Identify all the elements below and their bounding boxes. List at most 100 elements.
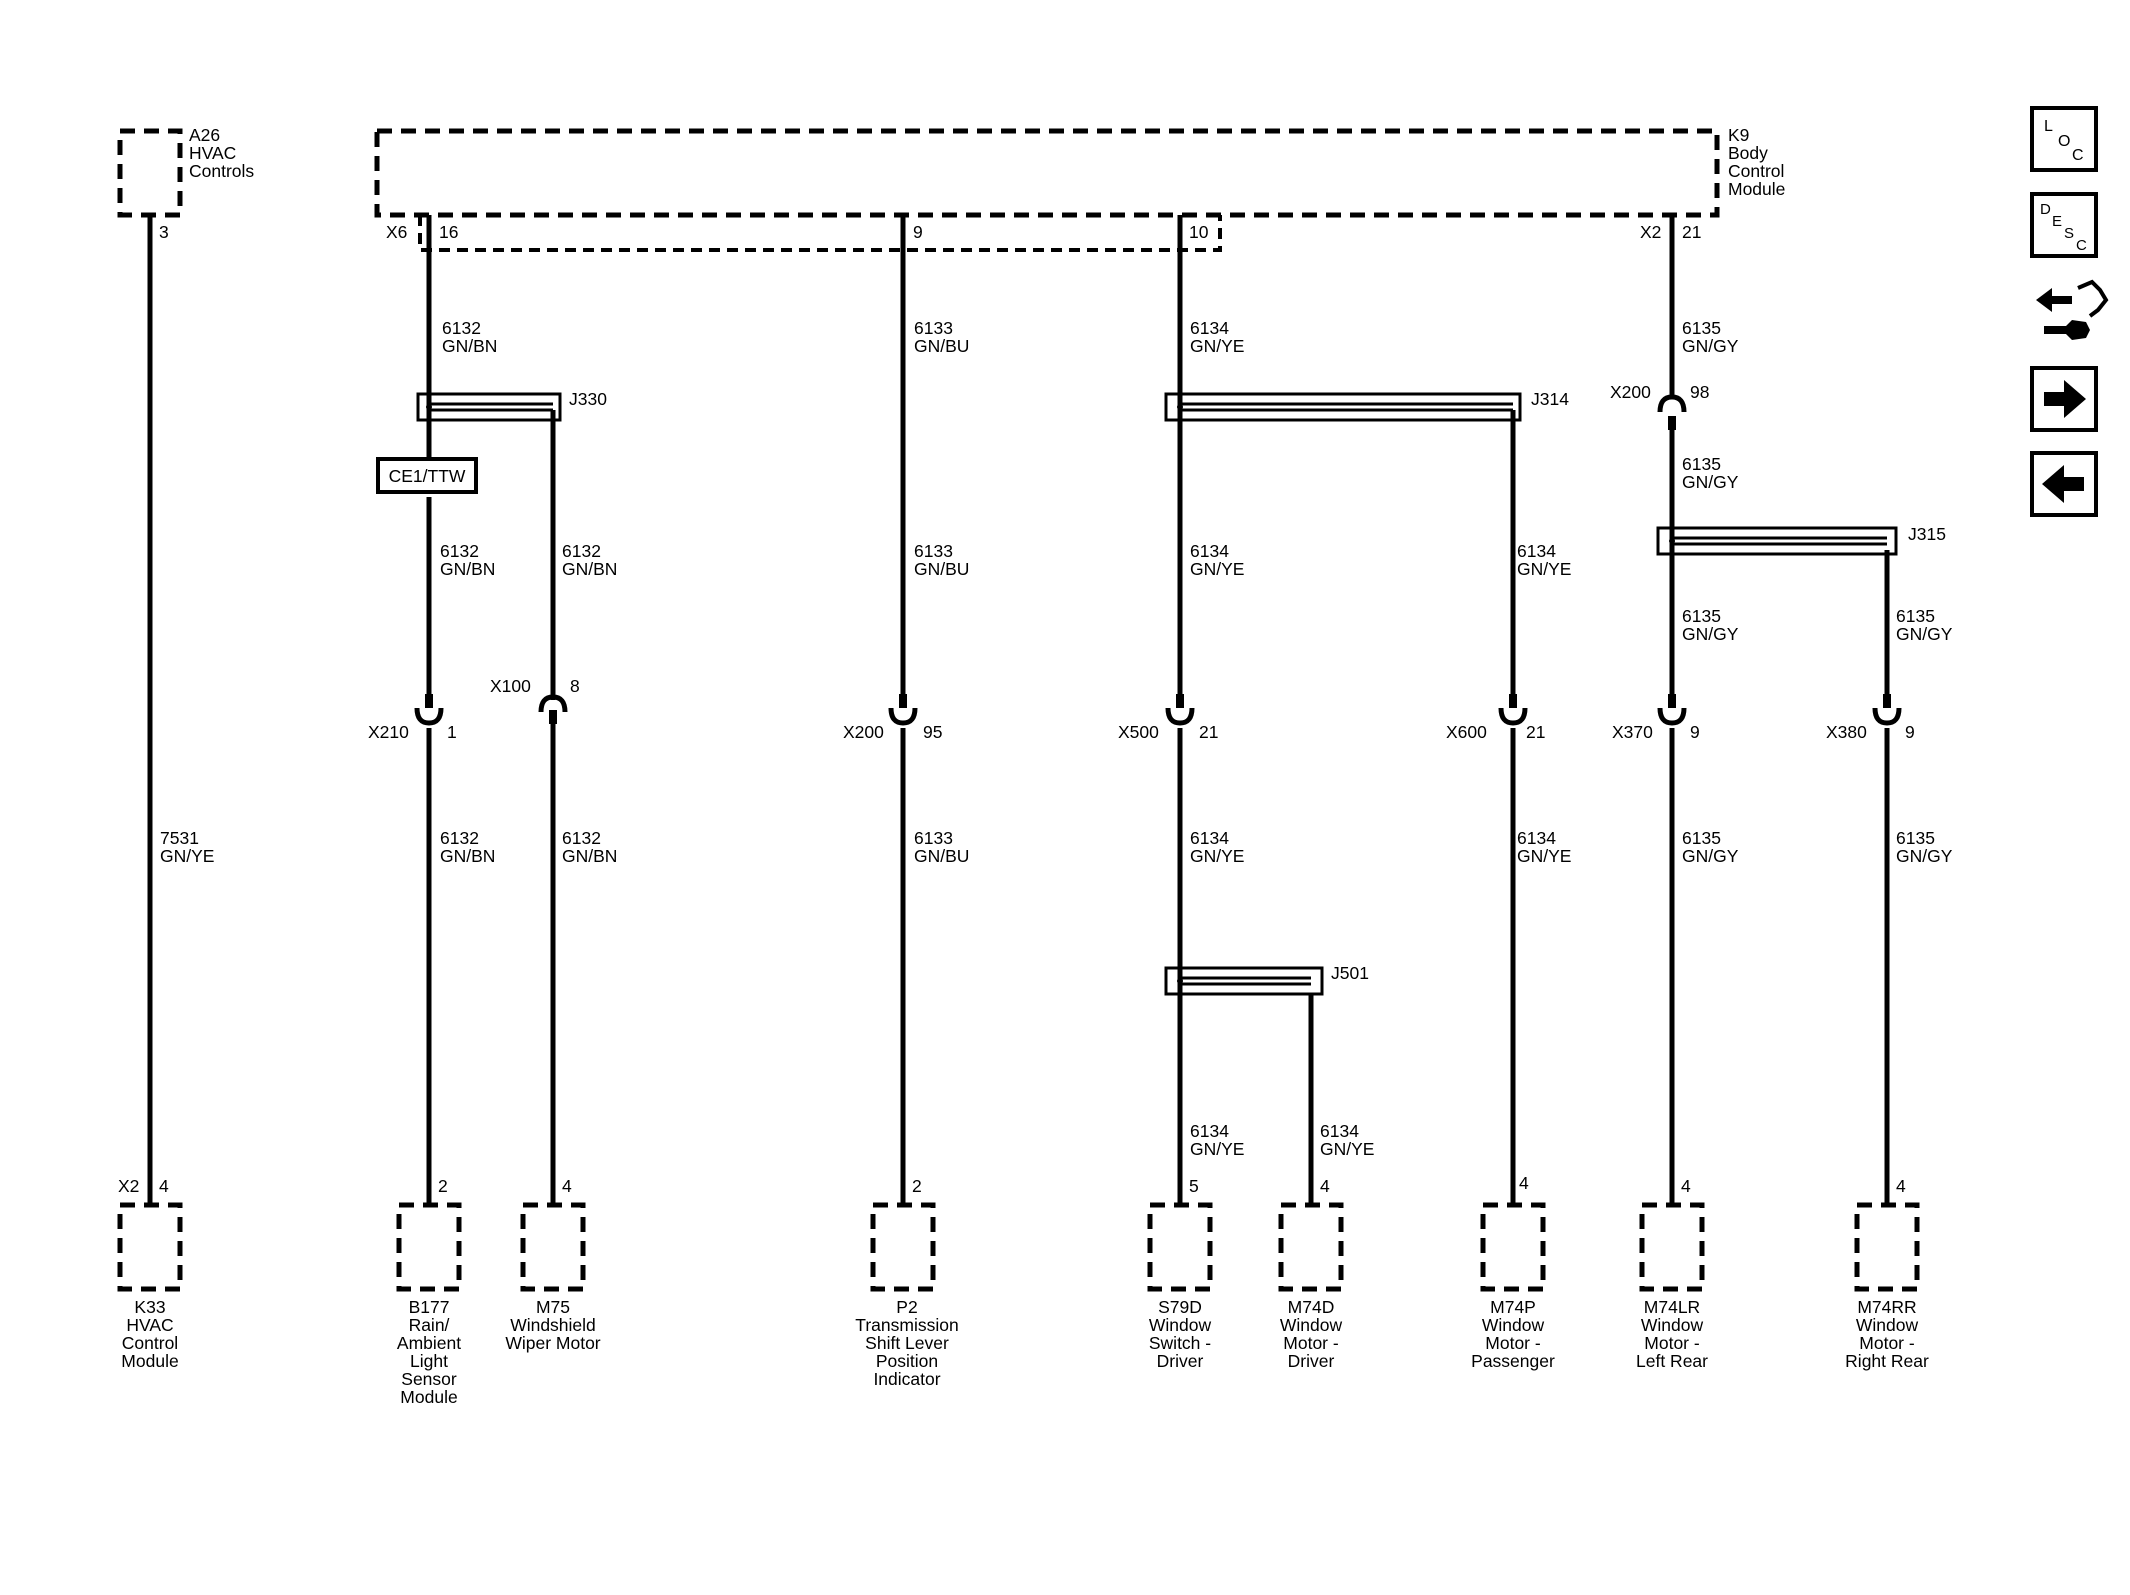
wire-label-color: GN/GY xyxy=(1682,846,1739,866)
component-m74lr: 4 M74LR Window Motor - Left Rear xyxy=(1636,1176,1708,1371)
wire-label-color: GN/BN xyxy=(440,846,495,866)
component-m75: 4 M75 Windshield Wiper Motor xyxy=(505,1176,600,1353)
splice-j314: J314 xyxy=(1164,389,1569,422)
m74lr-label-3: Motor - xyxy=(1644,1333,1700,1353)
m74rr-label-4: Right Rear xyxy=(1845,1351,1929,1371)
s79d-label-2: Window xyxy=(1149,1315,1212,1335)
k33-pin: 4 xyxy=(159,1176,169,1196)
module-k9-line3: Control xyxy=(1728,161,1784,181)
p2-label-1: P2 xyxy=(896,1297,917,1317)
wire-label-color: GN/GY xyxy=(1682,624,1739,644)
k9-pin-10: 10 xyxy=(1189,222,1209,242)
wire-label-circuit: 6133 xyxy=(914,541,953,561)
x500-pin: 21 xyxy=(1199,722,1218,742)
p2-pin: 2 xyxy=(912,1176,922,1196)
component-m74p: 4 M74P Window Motor - Passenger xyxy=(1471,1173,1555,1371)
m74rr-label-2: Window xyxy=(1856,1315,1919,1335)
m75-label-3: Wiper Motor xyxy=(505,1333,600,1353)
loc-letter-c: C xyxy=(2072,147,2084,164)
x200-pin: 95 xyxy=(923,722,942,742)
wire-label-color: GN/YE xyxy=(1190,846,1244,866)
x200-top-pin: 98 xyxy=(1690,382,1709,402)
arrow-right-icon xyxy=(2044,380,2086,418)
wire-label-circuit: 6135 xyxy=(1896,606,1935,626)
m74p-label-1: M74P xyxy=(1490,1297,1536,1317)
component-s79d: 5 S79D Window Switch - Driver xyxy=(1147,1176,1213,1371)
x370-pin: 9 xyxy=(1690,722,1700,742)
m74d-label-4: Driver xyxy=(1288,1351,1335,1371)
connector-x200: X200 95 xyxy=(843,694,942,742)
b177-label-1: B177 xyxy=(409,1297,450,1317)
desc-button[interactable]: D E S C xyxy=(2030,192,2098,258)
x100-pin: 8 xyxy=(570,676,580,696)
m74lr-label-2: Window xyxy=(1641,1315,1704,1335)
wire-label-color: GN/YE xyxy=(1190,336,1244,356)
wire-label-circuit: 7531 xyxy=(160,828,199,848)
next-button[interactable] xyxy=(2030,366,2098,432)
wire-label-color: GN/BN xyxy=(442,336,497,356)
splice-j315: J315 xyxy=(1656,524,1946,556)
wire-label-circuit: 6132 xyxy=(442,318,481,338)
service-tool-icon[interactable] xyxy=(2036,279,2109,340)
m74rr-label-3: Motor - xyxy=(1859,1333,1915,1353)
x2-pin-21: 21 xyxy=(1682,222,1701,242)
connector-x200-top: X200 98 xyxy=(1610,382,1709,430)
m74d-pin: 4 xyxy=(1320,1176,1330,1196)
splice-j315-label: J315 xyxy=(1908,524,1946,544)
desc-letter-s: S xyxy=(2064,225,2074,242)
p2-label-2: Transmission xyxy=(855,1315,958,1335)
wire-label-circuit: 6135 xyxy=(1682,606,1721,626)
wire-label-circuit: 6133 xyxy=(914,318,953,338)
splice-j330: J330 xyxy=(416,389,607,422)
module-k9: K9 Body Control Module X6 16 9 10 X2 21 xyxy=(374,125,1785,252)
splice-j501-label: J501 xyxy=(1331,963,1369,983)
wire-label-color: GN/GY xyxy=(1682,336,1739,356)
k33-label-2: HVAC xyxy=(126,1315,173,1335)
module-a26-line1: A26 xyxy=(189,125,220,145)
m74p-label-2: Window xyxy=(1482,1315,1545,1335)
a26-pin: 3 xyxy=(159,222,169,242)
wire-label-color: GN/YE xyxy=(1517,846,1571,866)
wire-labels: 6132 GN/BN 6132 GN/BN 6132 GN/BN 6132 GN… xyxy=(160,318,1953,1159)
splice-j501: J501 xyxy=(1164,963,1369,996)
component-m74rr: 4 M74RR Window Motor - Right Rear xyxy=(1845,1176,1929,1371)
connector-x100: X100 8 xyxy=(490,676,580,724)
wire-label-color: GN/BU xyxy=(914,846,969,866)
back-button[interactable] xyxy=(2030,451,2098,517)
wire-label-circuit: 6134 xyxy=(1190,828,1229,848)
x370-name: X370 xyxy=(1612,722,1653,742)
m74d-label-3: Motor - xyxy=(1283,1333,1339,1353)
m74lr-label-4: Left Rear xyxy=(1636,1351,1708,1371)
p2-label-3: Shift Lever xyxy=(865,1333,949,1353)
module-k9-line2: Body xyxy=(1728,143,1768,163)
m75-label-2: Windshield xyxy=(510,1315,596,1335)
b177-label-4: Light xyxy=(410,1351,448,1371)
wire-label-circuit: 6134 xyxy=(1320,1121,1359,1141)
m74d-label-2: Window xyxy=(1280,1315,1343,1335)
x380-name: X380 xyxy=(1826,722,1867,742)
wire-label-color: GN/YE xyxy=(160,846,214,866)
connector-x600: X600 21 xyxy=(1446,694,1545,742)
wire-label-circuit: 6134 xyxy=(1190,318,1229,338)
k33-label-4: Module xyxy=(121,1351,178,1371)
m74d-label-1: M74D xyxy=(1288,1297,1335,1317)
wire-label-color: GN/YE xyxy=(1190,1139,1244,1159)
s79d-label-3: Switch - xyxy=(1149,1333,1211,1353)
desc-letter-c: C xyxy=(2076,237,2087,254)
desc-letter-e: E xyxy=(2052,213,2062,230)
loc-button[interactable]: L O C xyxy=(2030,106,2098,172)
m74p-label-4: Passenger xyxy=(1471,1351,1555,1371)
wire-label-circuit: 6135 xyxy=(1682,318,1721,338)
k33-label-3: Control xyxy=(122,1333,178,1353)
wire-label-color: GN/BN xyxy=(440,559,495,579)
k9-pin-9: 9 xyxy=(913,222,923,242)
connector-x6-label: X6 xyxy=(386,222,407,242)
wire-label-circuit: 6135 xyxy=(1682,828,1721,848)
m74p-label-3: Motor - xyxy=(1485,1333,1541,1353)
wire-label-circuit: 6132 xyxy=(562,541,601,561)
m75-pin: 4 xyxy=(562,1176,572,1196)
wire-label-color: GN/BU xyxy=(914,559,969,579)
arrow-left-icon xyxy=(2042,465,2084,503)
s79d-label-4: Driver xyxy=(1157,1351,1204,1371)
